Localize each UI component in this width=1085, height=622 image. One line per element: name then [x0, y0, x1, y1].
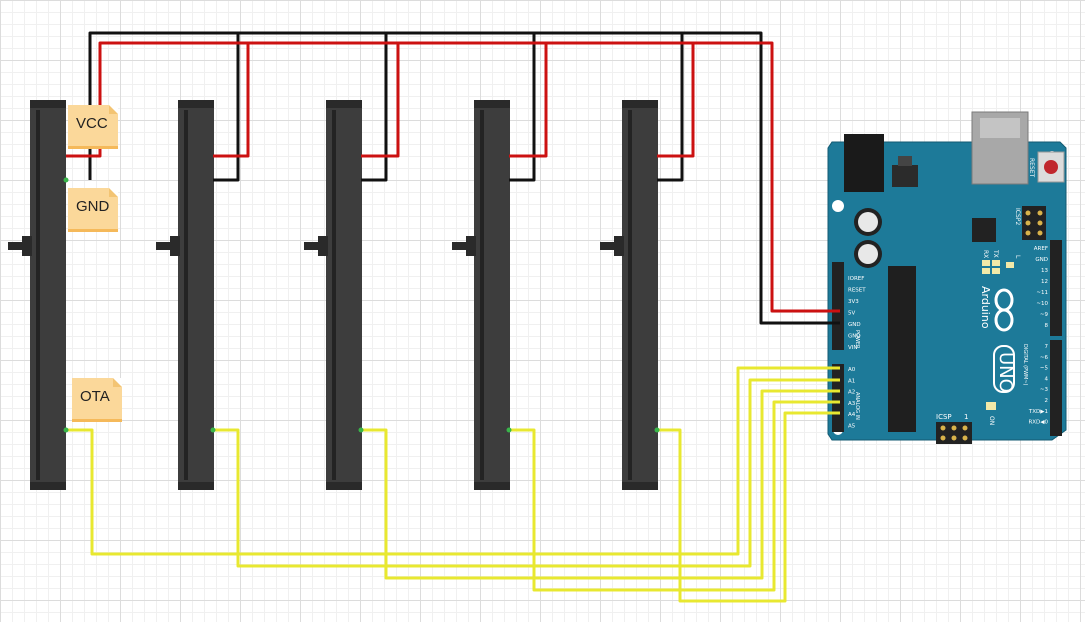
tx-label-text: TX — [992, 249, 999, 258]
digital-pin-label: 8 — [1045, 323, 1049, 329]
analog-pin-label: A3 — [848, 401, 856, 407]
gnd-label-text: GND — [76, 198, 110, 215]
digital-label-text: DIGITAL (PWM~) — [1022, 344, 1028, 386]
reset-label-text: RESET — [1028, 158, 1035, 178]
gnd-wire-bus[interactable] — [88, 31, 840, 325]
slide-potentiometer-3[interactable] — [304, 100, 362, 490]
analog-pin-label: A4 — [848, 412, 856, 418]
digital-pin-label: ~6 — [1040, 355, 1049, 361]
analog-pin-label: A0 — [848, 367, 856, 373]
digital-pin-label: 4 — [1045, 376, 1049, 382]
digital-pin-label: 12 — [1041, 279, 1048, 285]
digital-pin-label: ~3 — [1040, 387, 1049, 393]
vcc-note-label: VCC — [68, 105, 118, 149]
digital-pin-label: ~5 — [1040, 366, 1049, 372]
analog-pin-label: A5 — [848, 424, 856, 430]
slide-potentiometer-5[interactable] — [600, 100, 658, 490]
power-pin-label: GND — [848, 322, 861, 328]
board-brand-text: Arduino — [979, 286, 992, 329]
digital-pin-label: GND — [1035, 257, 1048, 263]
power-pin-label: 3V3 — [848, 299, 859, 305]
power-pin-label: IOREF — [848, 276, 864, 282]
gnd-note-label: GND — [68, 188, 118, 232]
digital-pin-label: 7 — [1045, 344, 1049, 350]
ota-label-text: OTA — [80, 388, 110, 405]
slide-potentiometer-1[interactable] — [8, 100, 66, 490]
icsp-label-text: ICSP — [936, 413, 952, 421]
arduino-uno-board[interactable] — [827, 111, 1067, 444]
slide-potentiometer-2[interactable] — [156, 100, 214, 490]
icsp-num-text: 1 — [964, 413, 968, 421]
digital-pin-label: ~9 — [1040, 312, 1049, 318]
digital-pin-label: ~10 — [1036, 301, 1048, 307]
digital-pin-label: 13 — [1041, 268, 1048, 274]
vcc-wire-bus[interactable] — [66, 41, 840, 313]
on-label-text: ON — [988, 416, 995, 425]
analog-label-text: ANALOG IN — [854, 392, 860, 420]
digital-pin-label: 2 — [1045, 398, 1049, 404]
icsp2-label-text: ICSP2 — [1014, 208, 1021, 225]
analog-pin-label: A2 — [848, 390, 855, 396]
power-pin-label: 5V — [848, 311, 855, 317]
rx-label-text: RX — [982, 250, 989, 258]
analog-pin-label: A1 — [848, 378, 855, 384]
l-label-text: L — [1014, 255, 1021, 259]
digital-pin-label: AREF — [1034, 246, 1048, 252]
power-label-text: POWER — [854, 330, 860, 349]
digital-pin-label: TXD▶1 — [1028, 409, 1048, 415]
arduino-logo-icon — [994, 288, 1014, 332]
power-pin-label: VIN — [848, 345, 858, 351]
signal-wire-bus[interactable] — [66, 366, 840, 603]
power-pin-label: RESET — [848, 288, 866, 294]
digital-pin-label: RXD◀0 — [1028, 420, 1048, 426]
vcc-label-text: VCC — [76, 115, 108, 132]
board-model-text: UNO — [995, 352, 1016, 393]
ota-note-label: OTA — [72, 378, 122, 422]
digital-pin-label: ~11 — [1036, 290, 1048, 296]
power-pin-label: GND — [848, 334, 861, 340]
slide-potentiometer-4[interactable] — [452, 100, 510, 490]
